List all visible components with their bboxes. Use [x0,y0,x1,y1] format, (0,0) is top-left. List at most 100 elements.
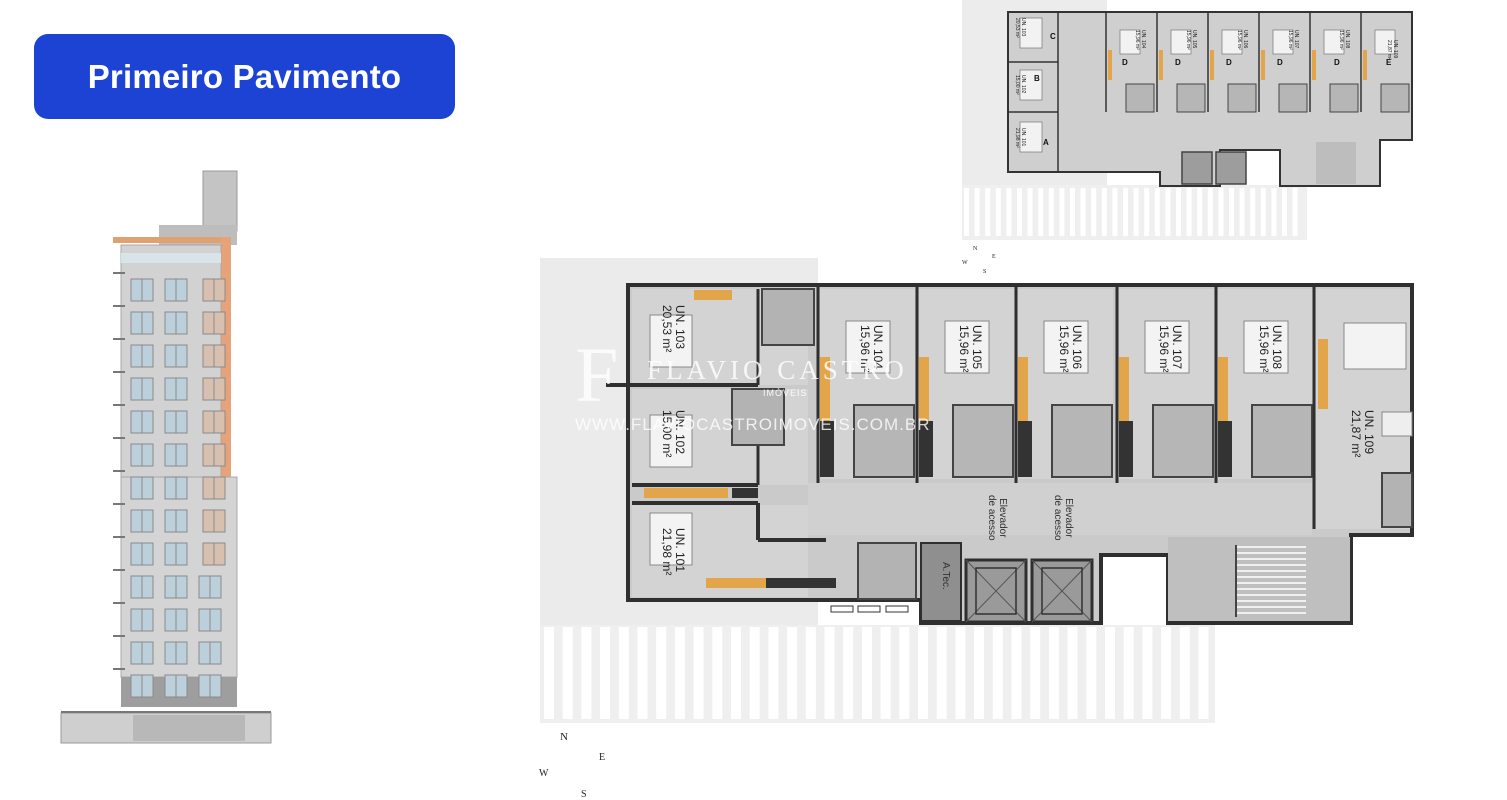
mini-unit-number: UN. 109 [1392,40,1398,59]
parking-stripe [918,627,928,719]
parking-stripe [1142,627,1153,719]
parking-stripe [992,627,1003,719]
wood-counter [1018,357,1028,421]
bathroom [1051,404,1113,478]
bathroom [853,404,915,478]
parking-stripe [562,627,573,719]
bed [1374,29,1396,55]
unit-number: UN. 101 [673,528,687,573]
parking-stripe [768,627,779,719]
parking-stripe [581,627,592,719]
mini-compass-west: W [962,260,968,266]
parking-stripe [861,627,872,719]
unit-area: 15,00 m² [660,410,674,458]
bathroom [1176,83,1206,113]
mini-unit-area: 21,98 m² [1014,128,1020,148]
mini-unit-area: 15,96 m² [1287,30,1293,50]
parking-stripe [1006,188,1012,236]
parking-stripe [1123,627,1134,719]
compass-south: S [581,789,587,800]
parking-stripe [1105,627,1115,719]
mini-unit-area: 15,96 m² [1134,30,1140,50]
parking-stripe [1161,627,1172,719]
mini-unit-number: UN. 103 [1020,18,1026,37]
wood-counter [1108,50,1112,80]
bathroom [1251,404,1313,478]
wood-counter [1210,50,1214,80]
wood-counter [1218,357,1228,421]
parking-stripe [843,627,854,719]
parking-stripe [712,627,723,719]
parking-stripe [1059,188,1065,236]
parking-stripe [1048,188,1054,236]
bathroom [1329,83,1359,113]
wood-counter [1159,50,1163,80]
compass-west: W [539,768,549,779]
mini-unit-number: UN. 108 [1344,30,1350,49]
parking-stripe [618,627,629,719]
bed [1043,320,1089,374]
parking-stripe [955,627,966,719]
parking-stripe [974,188,980,236]
parking-stripe [1048,627,1059,719]
unit-number: UN. 104 [871,325,885,370]
parking-stripe [787,627,798,719]
bathroom [1227,83,1257,113]
mini-unit-area: 15,96 m² [1338,30,1344,50]
parking-stripe [637,627,648,719]
mini-unit-number: UN. 105 [1191,30,1197,49]
bathroom [1125,83,1155,113]
parking-stripe [1229,188,1234,236]
kitchenette [1018,421,1032,477]
mini-unit-type-letter: D [1226,58,1232,67]
parking-stripe [1239,188,1245,236]
parking-stripe [880,627,891,719]
bed [1323,29,1345,55]
mini-unit-area: 15,96 m² [1185,30,1191,50]
unit-number: UN. 105 [970,325,984,370]
compass-north: N [560,731,568,743]
mini-unit-area: 21,87 m² [1386,40,1392,60]
parking-stripe [1282,188,1287,236]
bathroom [1152,404,1214,478]
wood-counter [1312,50,1316,80]
unit-number: UN. 107 [1170,325,1184,370]
mini-unit-area: 15,96 m² [1236,30,1242,50]
parking-stripe [964,188,969,236]
unit-number: UN. 109 [1362,410,1376,455]
wood-counter [919,357,929,421]
page-title: Primeiro Pavimento [87,57,402,95]
kitchenette [919,421,933,477]
parking-stripe [1154,188,1160,236]
parking-stripe [1017,188,1022,236]
parking-stripe [1086,627,1097,719]
unit-area: 15,96 m² [957,325,971,373]
bed [944,320,990,374]
parking-stripe [1112,188,1118,236]
unit-area: 20,53 m² [660,305,674,353]
wood-counter [1363,50,1367,80]
parking-stripe [1218,188,1224,236]
parking-stripe [1165,188,1171,236]
mini-compass-east: E [992,254,996,260]
parking-stripe [1198,627,1209,719]
parking-stripe [1176,188,1181,236]
mini-unit-type-letter: D [1334,58,1340,67]
mini-unit-number: UN. 101 [1020,128,1026,147]
unit-area: 21,98 m² [660,528,674,576]
parking-stripe [1027,188,1033,236]
mini-unit-area: 20,53 m² [1014,18,1020,38]
kitchenette [1218,421,1232,477]
bed [1221,29,1243,55]
building-elevation [60,170,272,744]
bed [1119,29,1141,55]
bathroom [1380,83,1410,113]
